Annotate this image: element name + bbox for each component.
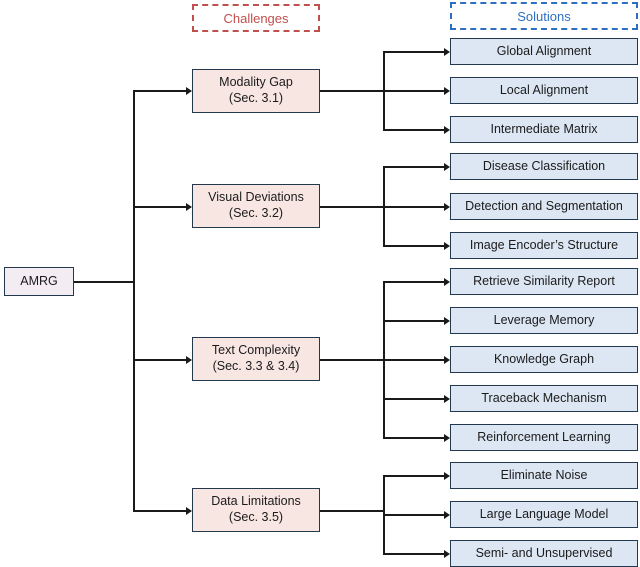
solution-label: Global Alignment	[496, 43, 592, 58]
connector-group-2-branch-0	[383, 281, 446, 283]
node-solution-disease-classification[interactable]: Disease Classification	[450, 153, 638, 180]
connector-group-1-branch-2	[383, 245, 446, 247]
node-root-label: AMRG	[20, 273, 58, 288]
solution-label: Semi- and Unsupervised	[475, 545, 613, 560]
arrow-challenge-3	[186, 507, 192, 515]
node-solution-image-encoder-structure[interactable]: Image Encoder’s Structure	[450, 232, 638, 259]
solution-label: Disease Classification	[482, 158, 606, 173]
arrow-solution-9	[444, 395, 450, 403]
node-solution-leverage-memory[interactable]: Leverage Memory	[450, 307, 638, 334]
challenge-section: (Sec. 3.2)	[228, 206, 284, 220]
solution-label: Intermediate Matrix	[490, 121, 598, 136]
connector-challenge-2-to-group	[320, 359, 384, 361]
legend-solutions: Solutions	[450, 2, 638, 30]
connector-challenge-3-to-group	[320, 510, 384, 512]
connector-trunk-to-challenge-2	[133, 359, 188, 361]
solution-label: Leverage Memory	[493, 312, 595, 327]
connector-main-trunk	[133, 91, 135, 511]
node-solution-reinforcement-learning[interactable]: Reinforcement Learning	[450, 424, 638, 451]
arrow-solution-0	[444, 48, 450, 56]
connector-group-0-branch-1	[383, 90, 446, 92]
legend-solutions-label: Solutions	[517, 8, 571, 24]
connector-root-to-trunk	[74, 281, 134, 283]
node-solution-global-alignment[interactable]: Global Alignment	[450, 38, 638, 65]
arrow-solution-7	[444, 317, 450, 325]
solution-label: Traceback Mechanism	[481, 390, 607, 405]
arrow-challenge-2	[186, 356, 192, 364]
solution-label: Local Alignment	[499, 82, 589, 97]
connector-trunk-to-challenge-0	[133, 90, 188, 92]
connector-group-0-branch-0	[383, 51, 446, 53]
challenge-title: Visual Deviations	[208, 190, 304, 205]
connector-trunk-to-challenge-1	[133, 206, 188, 208]
challenge-title: Modality Gap	[219, 75, 293, 90]
solution-label: Detection and Segmentation	[465, 198, 623, 213]
arrow-solution-2	[444, 126, 450, 134]
connector-group-3-branch-0	[383, 475, 446, 477]
node-solution-eliminate-noise[interactable]: Eliminate Noise	[450, 462, 638, 489]
connector-group-3-branch-1	[383, 514, 446, 516]
node-solution-intermediate-matrix[interactable]: Intermediate Matrix	[450, 116, 638, 143]
connector-group-0-branch-2	[383, 129, 446, 131]
arrow-solution-6	[444, 278, 450, 286]
legend-challenges-label: Challenges	[223, 10, 289, 26]
connector-group-1-branch-1	[383, 206, 446, 208]
connector-group-2-branch-1	[383, 320, 446, 322]
connector-group-2-branch-2	[383, 359, 446, 361]
arrow-solution-13	[444, 550, 450, 558]
connector-group-3-branch-2	[383, 553, 446, 555]
challenge-title: Data Limitations	[211, 494, 301, 509]
arrow-solution-12	[444, 511, 450, 519]
connector-challenge-1-to-group	[320, 206, 384, 208]
node-challenge-modality-gap[interactable]: Modality Gap (Sec. 3.1)	[192, 69, 320, 113]
arrow-solution-5	[444, 242, 450, 250]
connector-challenge-0-to-group	[320, 90, 384, 92]
challenge-section: (Sec. 3.5)	[228, 510, 284, 524]
node-challenge-data-limitations[interactable]: Data Limitations (Sec. 3.5)	[192, 488, 320, 532]
node-solution-knowledge-graph[interactable]: Knowledge Graph	[450, 346, 638, 373]
arrow-challenge-1	[186, 203, 192, 211]
node-challenge-text-complexity[interactable]: Text Complexity (Sec. 3.3 & 3.4)	[192, 337, 320, 381]
connector-group-1-branch-0	[383, 166, 446, 168]
solution-label: Knowledge Graph	[493, 351, 595, 366]
arrow-challenge-0	[186, 87, 192, 95]
challenge-section: (Sec. 3.3 & 3.4)	[212, 359, 300, 373]
connector-group-2-branch-4	[383, 437, 446, 439]
node-solution-semi-and-unsupervised[interactable]: Semi- and Unsupervised	[450, 540, 638, 567]
legend-challenges: Challenges	[192, 4, 320, 32]
node-solution-retrieve-similarity-report[interactable]: Retrieve Similarity Report	[450, 268, 638, 295]
node-root-amrg[interactable]: AMRG	[4, 267, 74, 296]
challenge-section: (Sec. 3.1)	[228, 91, 284, 105]
node-solution-detection-and-segmentation[interactable]: Detection and Segmentation	[450, 193, 638, 220]
arrow-solution-3	[444, 163, 450, 171]
solution-label: Image Encoder’s Structure	[469, 237, 619, 252]
node-challenge-visual-deviations[interactable]: Visual Deviations (Sec. 3.2)	[192, 184, 320, 228]
arrow-solution-8	[444, 356, 450, 364]
solution-label: Retrieve Similarity Report	[473, 273, 615, 288]
node-solution-local-alignment[interactable]: Local Alignment	[450, 77, 638, 104]
solution-label: Reinforcement Learning	[477, 429, 611, 444]
node-solution-large-language-model[interactable]: Large Language Model	[450, 501, 638, 528]
connector-group-2-branch-3	[383, 398, 446, 400]
solution-label: Large Language Model	[479, 506, 609, 521]
arrow-solution-1	[444, 87, 450, 95]
solution-label: Eliminate Noise	[500, 467, 588, 482]
arrow-solution-10	[444, 434, 450, 442]
challenge-title: Text Complexity	[211, 343, 301, 358]
node-solution-traceback-mechanism[interactable]: Traceback Mechanism	[450, 385, 638, 412]
arrow-solution-4	[444, 203, 450, 211]
arrow-solution-11	[444, 472, 450, 480]
connector-trunk-to-challenge-3	[133, 510, 188, 512]
